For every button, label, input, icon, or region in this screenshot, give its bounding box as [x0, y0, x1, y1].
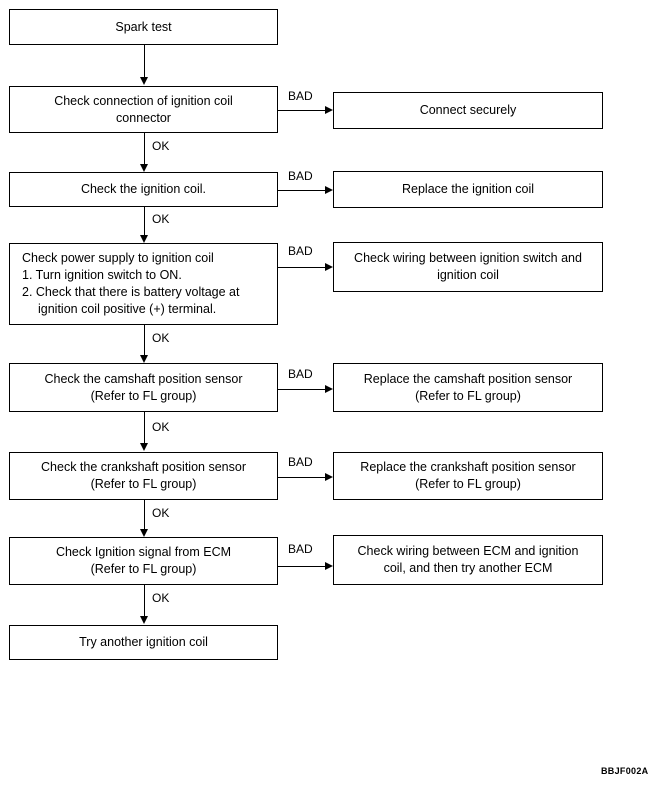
edge-label-ok-3: OK: [152, 331, 170, 345]
node-replace-camshaft-sensor: Replace the camshaft position sensor (Re…: [333, 363, 603, 412]
arrowhead-right-5: [325, 473, 333, 481]
connector-bad-2: [278, 190, 326, 191]
arrowhead-down-4: [140, 355, 148, 363]
node-check-ecm-ignition-signal-line1: Check Ignition signal from ECM: [55, 545, 232, 559]
node-check-wiring-ignition-switch-line2: ignition coil: [437, 268, 499, 282]
arrowhead-right-3: [325, 263, 333, 271]
connector-bad-3: [278, 267, 326, 268]
node-replace-ignition-coil: Replace the ignition coil: [333, 171, 603, 208]
connector-bad-6: [278, 566, 326, 567]
node-check-crankshaft-sensor-line1: Check the crankshaft position sensor: [41, 460, 246, 474]
edge-label-ok-6: OK: [152, 591, 170, 605]
connector-ok-6: [144, 585, 145, 617]
edge-label-ok-1: OK: [152, 139, 170, 153]
node-connect-securely: Connect securely: [333, 92, 603, 129]
node-spark-test: Spark test: [9, 9, 278, 45]
edge-label-bad-1: BAD: [288, 89, 313, 103]
arrowhead-right-2: [325, 186, 333, 194]
node-check-camshaft-sensor-line2: (Refer to FL group): [90, 388, 197, 403]
node-connect-securely-line1: Connect securely: [419, 103, 517, 117]
arrowhead-down-1: [140, 77, 148, 85]
node-try-another-ignition-coil-line1: Try another ignition coil: [79, 635, 208, 649]
node-check-power-supply-line1: Check power supply to ignition coil: [22, 251, 214, 265]
connector-spark-to-connector-check: [144, 45, 145, 78]
arrowhead-down-7: [140, 616, 148, 624]
edge-label-ok-5: OK: [152, 506, 170, 520]
node-check-power-supply: Check power supply to ignition coil 1. T…: [9, 243, 278, 325]
arrowhead-right-6: [325, 562, 333, 570]
node-check-power-supply-line2: 1. Turn ignition switch to ON.: [22, 268, 182, 282]
node-check-wiring-ecm: Check wiring between ECM and ignition co…: [333, 535, 603, 585]
connector-bad-4: [278, 389, 326, 390]
node-check-wiring-ignition-switch-line1: Check wiring between ignition switch and: [354, 251, 582, 265]
connector-ok-4: [144, 412, 145, 443]
node-replace-crankshaft-sensor-line2: (Refer to FL group): [415, 477, 521, 491]
arrowhead-right-1: [325, 106, 333, 114]
node-check-crankshaft-sensor: Check the crankshaft position sensor (Re…: [9, 452, 278, 500]
node-spark-test-line1: Spark test: [115, 19, 172, 34]
node-check-ecm-ignition-signal-line2: (Refer to FL group): [90, 562, 197, 576]
node-check-power-supply-line3: 2. Check that there is battery voltage a…: [22, 285, 240, 299]
connector-ok-2: [144, 207, 145, 236]
arrowhead-down-3: [140, 235, 148, 243]
connector-bad-1: [278, 110, 326, 111]
node-check-wiring-ecm-line1: Check wiring between ECM and ignition: [357, 544, 579, 558]
figure-id-label: BBJF002A: [601, 766, 649, 776]
connector-ok-5: [144, 500, 145, 530]
node-check-coil-connector: Check connection of ignition coil connec…: [9, 86, 278, 133]
node-check-camshaft-sensor-line1: Check the camshaft position sensor: [44, 371, 243, 386]
edge-label-ok-2: OK: [152, 212, 170, 226]
node-try-another-ignition-coil: Try another ignition coil: [9, 625, 278, 660]
edge-label-bad-3: BAD: [288, 244, 313, 258]
edge-label-bad-6: BAD: [288, 542, 313, 556]
edge-label-bad-2: BAD: [288, 169, 313, 183]
node-replace-camshaft-sensor-line2: (Refer to FL group): [415, 388, 521, 403]
node-check-wiring-ecm-line2: coil, and then try another ECM: [383, 561, 553, 575]
node-check-camshaft-sensor: Check the camshaft position sensor (Refe…: [9, 363, 278, 412]
node-check-crankshaft-sensor-line2: (Refer to FL group): [90, 477, 197, 491]
connector-ok-3: [144, 325, 145, 356]
arrowhead-down-6: [140, 529, 148, 537]
connector-ok-1: [144, 133, 145, 165]
node-check-ignition-coil-line1: Check the ignition coil.: [80, 182, 207, 196]
edge-label-bad-4: BAD: [288, 367, 313, 381]
node-check-coil-connector-line1: Check connection of ignition coil: [54, 93, 233, 108]
node-replace-crankshaft-sensor: Replace the crankshaft position sensor (…: [333, 452, 603, 500]
node-check-ecm-ignition-signal: Check Ignition signal from ECM (Refer to…: [9, 537, 278, 585]
node-check-power-supply-line4: ignition coil positive (+) terminal.: [38, 302, 217, 316]
edge-label-ok-4: OK: [152, 420, 170, 434]
node-replace-ignition-coil-line1: Replace the ignition coil: [401, 182, 535, 196]
edge-label-bad-5: BAD: [288, 455, 313, 469]
connector-bad-5: [278, 477, 326, 478]
node-check-wiring-ignition-switch: Check wiring between ignition switch and…: [333, 242, 603, 292]
node-replace-camshaft-sensor-line1: Replace the camshaft position sensor: [363, 371, 573, 386]
arrowhead-down-2: [140, 164, 148, 172]
arrowhead-down-5: [140, 443, 148, 451]
node-check-coil-connector-line2: connector: [116, 110, 171, 125]
node-check-ignition-coil: Check the ignition coil.: [9, 172, 278, 207]
node-replace-crankshaft-sensor-line1: Replace the crankshaft position sensor: [360, 460, 576, 474]
arrowhead-right-4: [325, 385, 333, 393]
